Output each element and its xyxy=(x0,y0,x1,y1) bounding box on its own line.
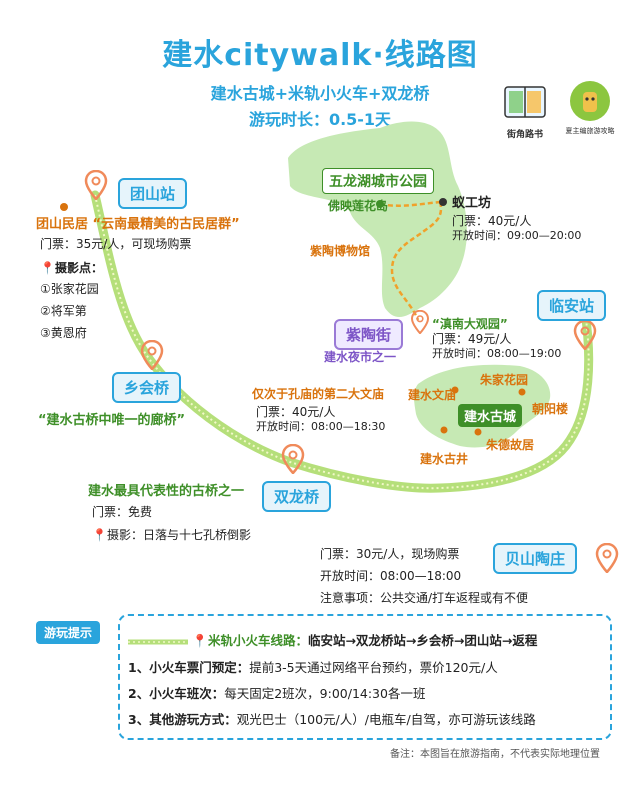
map-pin-icon[interactable] xyxy=(573,320,597,350)
station-linan[interactable]: 临安站 xyxy=(537,290,607,321)
railway-dots xyxy=(94,194,590,490)
rail-route-label: 米轨小火车线路： xyxy=(207,633,308,648)
station-zitao[interactable]: 紫陶街 xyxy=(334,319,404,350)
rail-legend-icon xyxy=(128,639,188,644)
station-shuanglong[interactable]: 双龙桥 xyxy=(262,481,332,512)
tuanshan-dot xyxy=(60,203,68,211)
map-pin-icon[interactable] xyxy=(84,170,108,200)
map-pin-icon[interactable] xyxy=(281,444,305,474)
walk-path xyxy=(379,200,443,321)
tips-tag: 游玩提示 xyxy=(36,621,101,644)
oldtown-dot-1 xyxy=(451,386,459,394)
logo-xia: 夏主编旅游攻略 xyxy=(555,80,625,136)
tip-label: 3、其他游玩方式： xyxy=(128,712,237,727)
alpaca-logo-icon xyxy=(570,81,610,121)
photo-title-text: 摄影点： xyxy=(54,261,103,275)
oldtown-chaoyang[interactable]: 朝阳楼 xyxy=(532,402,569,416)
tuanshan-ticket: 门票：35元/人，可现场购票 xyxy=(40,237,192,251)
beishan-hours: 开放时间：08:00—18:00 xyxy=(320,569,462,583)
tip-label: 2、小火车班次： xyxy=(128,686,225,701)
photo-title: 📍摄影点： xyxy=(40,259,103,276)
station-beishan[interactable]: 贝山陶庄 xyxy=(493,543,578,574)
shuanglong-desc: 建水最具代表性的古桥之一 xyxy=(88,484,245,499)
tip-label: 1、小火车票门预定： xyxy=(128,660,250,675)
oldtown-dot-3 xyxy=(474,428,482,436)
station-tuanshan[interactable]: 团山站 xyxy=(118,178,188,209)
diannan-ticket: 门票：49元/人 xyxy=(432,332,512,346)
oldtown-zhujia[interactable]: 朱家花园 xyxy=(480,373,529,387)
beishan-ticket: 门票：30元/人，现场购票 xyxy=(320,547,460,561)
beishan-notice: 注意事项：公共交通/打车返程或有不便 xyxy=(320,591,529,605)
tip-text: 提前3-5天通过网络平台预约，票价120元/人 xyxy=(249,660,498,675)
duration-text: 游玩时长：0.5-1天 xyxy=(248,110,392,129)
foying-label[interactable]: 佛映莲花岛 xyxy=(328,199,389,213)
station-xianghui[interactable]: 乡会桥 xyxy=(112,372,182,403)
map-pin-icon[interactable] xyxy=(140,340,164,370)
park-name[interactable]: 五龙湖城市公园 xyxy=(322,168,434,194)
footer-note: 备注：本图旨在旅游指南，不代表实际地理位置 xyxy=(390,749,600,760)
map-pin-icon[interactable] xyxy=(410,310,430,334)
pin-icon: 📍 xyxy=(192,633,208,648)
oldtown-center[interactable]: 建水古城 xyxy=(458,404,523,427)
tip-item: 1、小火车票门预定：提前3-5天通过网络平台预约，票价120元/人 xyxy=(128,657,498,676)
diannan-label[interactable]: “滇南大观园” xyxy=(432,317,508,331)
rail-route: 📍米轨小火车线路：临安站→双龙桥站→乡会桥→团山站→返程 xyxy=(128,630,537,649)
rail-route-text: 临安站→双龙桥站→乡会桥→团山站→返程 xyxy=(307,633,538,648)
oldtown-zhude[interactable]: 朱德故居 xyxy=(486,438,535,452)
tips-box xyxy=(118,614,612,740)
photo-spot: ①张家花园 xyxy=(40,282,99,296)
yigong-dot xyxy=(439,198,447,206)
park-land xyxy=(288,121,467,318)
wenmiao-ticket: 门票：40元/人 xyxy=(256,405,336,419)
shuanglong-ticket: 门票：免费 xyxy=(92,505,153,519)
zitao-museum-label[interactable]: 紫陶博物馆 xyxy=(310,244,371,258)
shuanglong-photo-text: 摄影：日落与十七孔桥倒影 xyxy=(106,528,251,542)
tip-text: 观光巴士（100元/人）/电瓶车/自驾，亦可游玩该线路 xyxy=(236,712,536,727)
tip-item: 3、其他游玩方式：观光巴士（100元/人）/电瓶车/自驾，亦可游玩该线路 xyxy=(128,709,536,728)
oldtown-dot-2 xyxy=(518,388,526,396)
zitao-desc: 建水夜市之一 xyxy=(324,350,397,364)
yigong-hours: 开放时间：09:00—20:00 xyxy=(452,229,582,242)
wenmiao-hours: 开放时间：08:00—18:30 xyxy=(256,420,386,433)
tuanshan-name: 团山民居 “云南最精美的古民居群” xyxy=(36,213,240,232)
yigong-label[interactable]: 蚁工坊 xyxy=(452,196,492,211)
tuanshan-name-text: 团山民居 xyxy=(36,217,89,232)
map-pin-icon[interactable] xyxy=(595,543,619,573)
wenmiao-desc: 仅次于孔庙的第二大文庙 xyxy=(252,387,385,401)
shuanglong-photo: 📍摄影：日落与十七孔桥倒影 xyxy=(92,526,251,543)
tip-text: 每天固定2班次，9:00/14:30各一班 xyxy=(224,686,426,701)
book-logo-icon xyxy=(504,86,546,118)
diannan-hours: 开放时间：08:00—19:00 xyxy=(432,347,562,360)
yigong-ticket: 门票：40元/人 xyxy=(452,214,532,228)
oldtown-dot-4 xyxy=(440,426,448,434)
foying-dot xyxy=(376,200,384,208)
photo-spot: ③黄恩府 xyxy=(40,326,87,340)
tuanshan-desc: “云南最精美的古民居群” xyxy=(92,217,240,232)
logo-caption: 夏主编旅游攻略 xyxy=(565,127,615,135)
pin-icon: 📍 xyxy=(40,261,55,275)
page-title: 建水citywalk·线路图 xyxy=(162,38,478,73)
xianghui-desc: “建水古桥中唯一的廊桥” xyxy=(38,413,186,428)
page-subtitle: 建水古城+米轨小火车+双龙桥 xyxy=(210,84,430,103)
logo-caption: 街角路书 xyxy=(506,130,543,140)
oldtown-gujing[interactable]: 建水古井 xyxy=(420,452,469,466)
oldtown-wenmiao[interactable]: 建水文庙 xyxy=(408,388,457,402)
logo-jiejiao: 街角路书 xyxy=(503,83,547,140)
tip-item: 2、小火车班次：每天固定2班次，9:00/14:30各一班 xyxy=(128,683,425,702)
photo-spot: ②将军第 xyxy=(40,304,87,318)
pin-icon: 📍 xyxy=(92,528,107,542)
